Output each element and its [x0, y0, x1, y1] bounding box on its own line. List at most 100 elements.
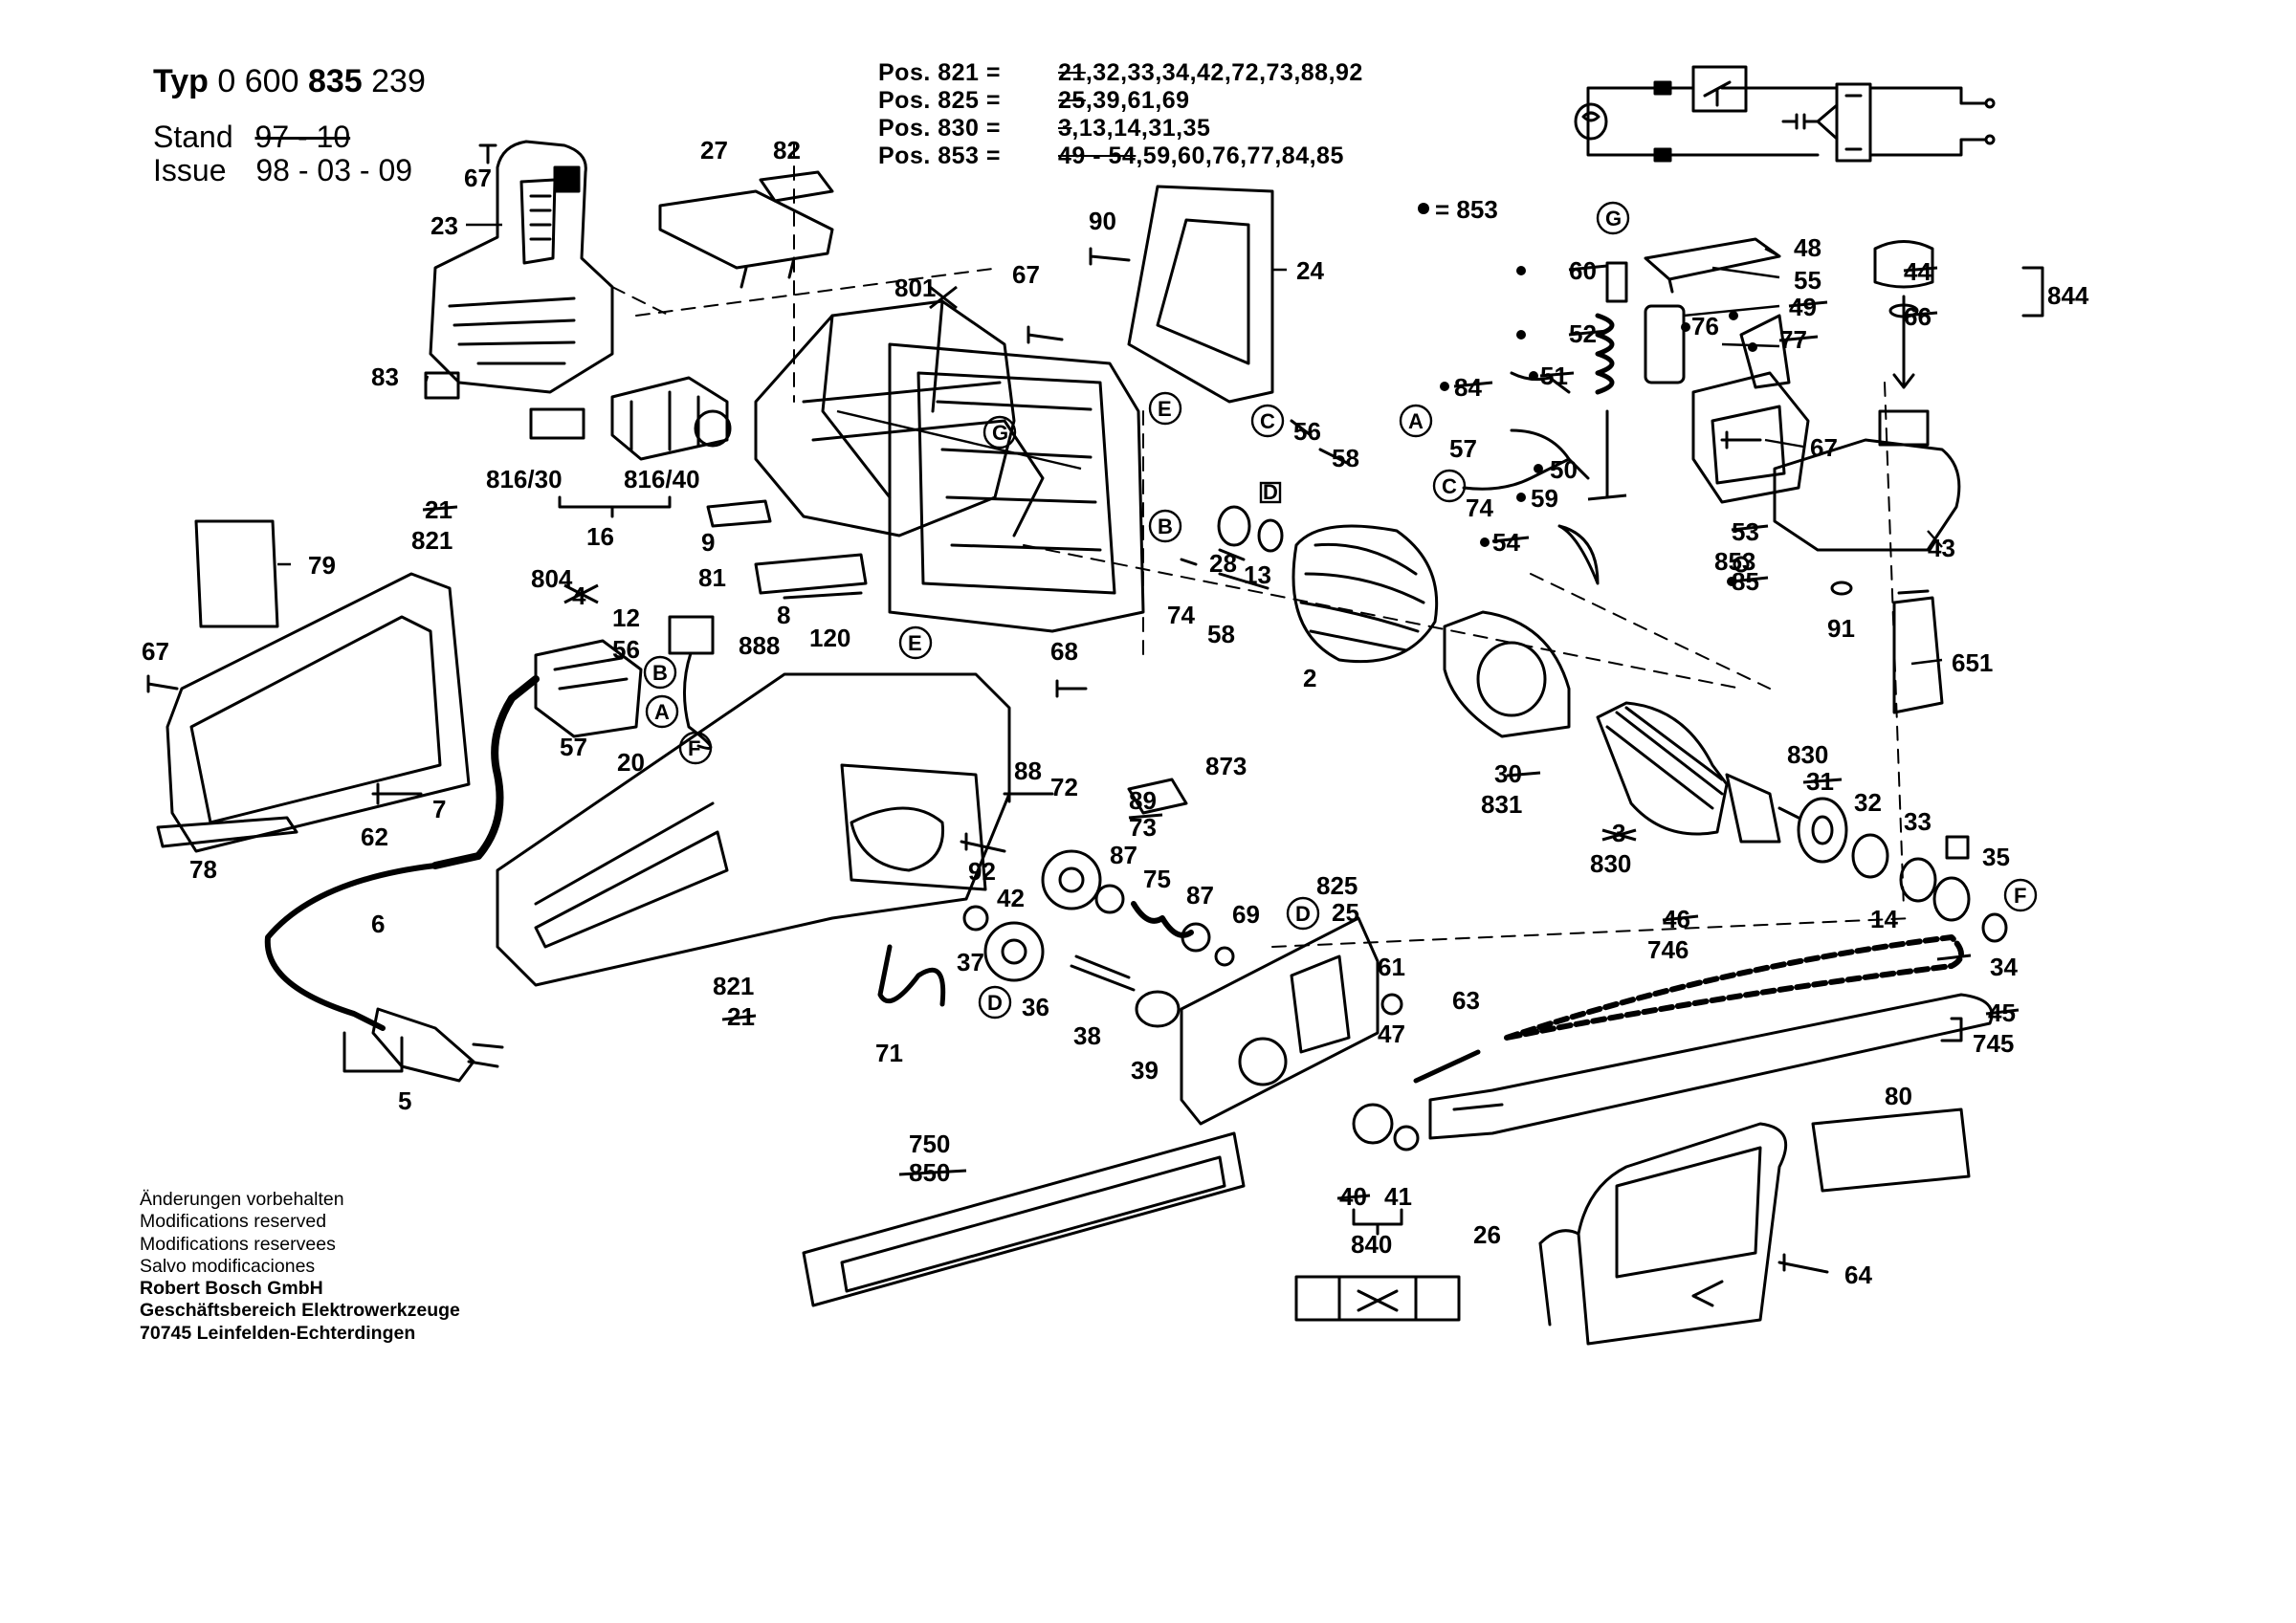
callout-816-30: 816/30 — [486, 465, 563, 493]
callout-26: 26 — [1473, 1220, 1501, 1249]
gear-36 — [983, 921, 1045, 982]
callout-58: 58 — [1332, 444, 1359, 472]
gear-cover-825 — [1180, 916, 1380, 1126]
callout-69: 69 — [1232, 900, 1260, 929]
stand-row: Stand 97 - 10 — [153, 121, 350, 152]
lever-77 — [1739, 314, 1791, 389]
callout-78: 78 — [189, 855, 217, 884]
callout-59: 59 — [1531, 484, 1558, 513]
typ-prefix: 0 600 — [217, 63, 299, 99]
bracket-745 — [1940, 1017, 1963, 1042]
washer-87a — [1094, 884, 1125, 914]
pos-row-853: Pos. 853 =49 - 54,59,60,76,77,84,85 — [878, 144, 1344, 168]
shaft-38 — [1070, 954, 1136, 992]
callout-48: 48 — [1794, 233, 1821, 262]
label-83 — [424, 371, 460, 400]
switch-804 — [534, 639, 643, 738]
housing-half-821 — [166, 572, 471, 853]
callout-37: 37 — [957, 948, 984, 976]
callout-31: 31 — [1806, 767, 1834, 796]
stator — [1292, 524, 1439, 664]
bracket-844 — [2021, 266, 2044, 318]
pos-struck: 25 — [1058, 87, 1086, 114]
switch-housing-53 — [1691, 371, 1810, 504]
label-8-888 — [754, 553, 868, 600]
ref-letter-e: E — [908, 631, 922, 655]
callout-801: 801 — [894, 274, 936, 302]
arrow-down — [1892, 295, 1915, 389]
callout-8: 8 — [777, 601, 790, 629]
ring-32 — [1851, 833, 1889, 879]
ref-letter-g: G — [1605, 207, 1622, 230]
callout-57: 57 — [1449, 434, 1477, 463]
callout-651: 651 — [1952, 648, 1993, 677]
callout-40: 40 — [1339, 1182, 1367, 1211]
footer-line: Modifications reserved — [140, 1211, 327, 1233]
callout-80: 80 — [1885, 1082, 1912, 1110]
callout-816-40: 816/40 — [624, 465, 700, 493]
ref-letter-a: A — [654, 700, 670, 724]
tank-neck — [1878, 409, 1930, 447]
typ-label: Typ — [153, 63, 209, 99]
screw-67 — [478, 143, 497, 164]
sprocket-40 — [1352, 1103, 1394, 1145]
callout-74: 74 — [1167, 601, 1195, 629]
chain-cover — [1577, 1122, 1788, 1346]
power-cable — [264, 863, 438, 1031]
callout-67: 67 — [1810, 433, 1838, 462]
callout-5: 5 — [398, 1086, 411, 1115]
clamp-54 — [1557, 524, 1600, 585]
pos-row-821: Pos. 821 =21,32,33,34,42,72,73,88,92 — [878, 61, 1363, 85]
label-873 — [1127, 778, 1188, 815]
motor-housing — [754, 299, 1145, 633]
pos-key: Pos. 825 = — [878, 87, 1001, 114]
callout-67: 67 — [1012, 260, 1040, 289]
screw-64 — [1777, 1253, 1829, 1274]
ref-letter-d: D — [987, 991, 1003, 1015]
pos-row-830: Pos. 830 =3,13,14,31,35 — [878, 117, 1210, 141]
ref-letter-f: F — [688, 736, 700, 760]
ref-letter-a: A — [1408, 409, 1424, 433]
callout-21: 21 — [425, 495, 453, 524]
label-80 — [1811, 1108, 1971, 1193]
ref-letter-b: B — [1158, 515, 1173, 538]
callout-44: 44 — [1904, 257, 1932, 286]
callout-63: 63 — [1452, 986, 1480, 1015]
strike-marks — [422, 264, 2020, 1200]
callout-91: 91 — [1827, 614, 1855, 643]
cover-48 — [1644, 237, 1781, 294]
sprocket-89 — [1041, 849, 1102, 910]
bearing-13 — [1257, 518, 1284, 553]
washer-41 — [1393, 1125, 1420, 1151]
screw-67c — [146, 674, 179, 693]
ring-33 — [1899, 857, 1937, 903]
wrench-78 — [156, 816, 298, 848]
pos-key: Pos. 853 = — [878, 143, 1001, 169]
pos-rest: ,59,60,76,77,84,85 — [1136, 143, 1344, 169]
main-housing — [496, 672, 1011, 987]
callout-25: 25 — [1332, 898, 1359, 927]
hose-71 — [877, 944, 946, 1007]
callout-21: 21 — [727, 1002, 755, 1031]
callout-43: 43 — [1928, 534, 1955, 562]
callout-45: 45 — [1988, 998, 2016, 1027]
pos-struck: 3 — [1058, 115, 1072, 142]
bullet-dots — [1440, 266, 1757, 586]
typ-bold: 835 — [307, 63, 363, 99]
pinion-14 — [1932, 876, 1971, 922]
bracket-840 — [1352, 1208, 1403, 1236]
clip-74 — [1180, 548, 1246, 566]
callout-82: 82 — [773, 136, 801, 164]
callout-labels: 67 23 83 27 82 801 67 90 24 816/30 816/4… — [142, 136, 2089, 1289]
callout-850: 850 — [909, 1158, 950, 1187]
bearing-28 — [1217, 505, 1251, 547]
callout-745: 745 — [1973, 1029, 2014, 1058]
seal-66 — [1888, 303, 1919, 318]
callout-30: 30 — [1494, 759, 1522, 788]
label-82 — [759, 170, 834, 203]
type-number: Typ 0 600 835 239 — [153, 65, 426, 98]
callout-804: 804 — [531, 564, 573, 593]
legend-dot — [1418, 203, 1429, 214]
callout-41: 41 — [1384, 1182, 1412, 1211]
stand-value: 97 - 10 — [254, 120, 351, 154]
